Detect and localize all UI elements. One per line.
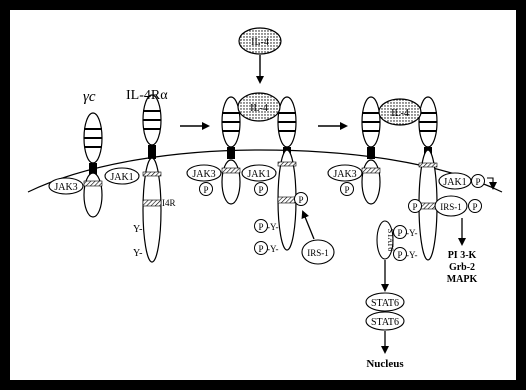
irs1-docking-b: IRS-1 [302,240,334,264]
svg-text:P: P [475,177,480,187]
il4ra-label: IL-4Rα [126,88,168,103]
phospho-irs1-c: P [469,200,482,213]
stat6-docking: STAT6 [377,221,395,259]
receptor-group-signaling: IL-4 JAK3 P JAK1 P [328,97,493,370]
irs1-docked-c: IRS-1 [435,196,467,216]
svg-text:-Y-: -Y- [406,250,418,260]
gamma-c-label: γc [83,89,96,105]
il4-ligand-signal: IL-4 [379,99,421,125]
il4r-alpha-chain-signal [419,97,437,260]
jak1-box-unbound: JAK1 [105,168,139,184]
svg-text:P: P [258,244,263,254]
jak3-box-bound: JAK3 [187,165,221,181]
svg-text:P: P [412,202,417,212]
svg-text:IRS-1: IRS-1 [440,202,462,212]
il4-ligand-free: IL-4 [239,28,281,54]
svg-text:P: P [472,202,477,212]
svg-text:STAT6: STAT6 [371,298,399,309]
pi3k-label: PI 3-K [448,250,477,261]
phospho-receptor-c: P [409,200,422,213]
phospho-tyrosine-b2: P -Y- [255,242,279,255]
receptor-group-bound: IL-4 [187,28,334,264]
jak3-box-unbound: JAK3 [49,178,83,194]
svg-text:IL-4: IL-4 [251,37,269,48]
svg-text:JAK1: JAK1 [110,172,133,183]
svg-text:JAK1: JAK1 [443,177,466,188]
phospho-tyrosine-c2: P -Y- [394,248,418,261]
phospho-tyrosine-c1: P -Y- [394,226,418,239]
phospho-tyrosine-b1: P -Y- [255,220,279,233]
svg-text:P: P [258,185,263,195]
il4r-alpha-chain-bound [278,97,296,250]
svg-text:-Y-: -Y- [406,228,418,238]
phospho-jak1-b: P [255,183,268,196]
svg-text:-Y-: -Y- [267,244,279,254]
mapk-label: MAPK [447,274,478,285]
gamma-c-chain [84,113,102,217]
svg-text:P: P [397,250,402,260]
phospho-jak3-c: P [341,183,354,196]
jak1-box-signal: JAK1 [439,173,471,189]
grb2-label: Grb-2 [449,262,475,273]
svg-text:JAK3: JAK3 [54,182,77,193]
svg-text:IL-4: IL-4 [250,103,268,114]
tyrosine-label-1: Y- [133,224,142,235]
phospho-jak1-c: P [472,175,485,188]
nucleus-label: Nucleus [366,358,404,370]
svg-text:JAK3: JAK3 [192,169,215,180]
i4r-label: I4R [162,198,176,208]
svg-text:P: P [203,185,208,195]
svg-text:P: P [344,185,349,195]
il4-ligand-bound: IL-4 [238,93,280,121]
jak3-box-signal: JAK3 [328,165,362,181]
receptor-group-unbound: γc IL-4Rα JAK3 JAK1 I4R Y- Y- [49,88,176,262]
svg-text:JAK1: JAK1 [247,169,270,180]
il4r-alpha-chain [143,95,161,262]
arrow-irs1-recruit [303,212,314,239]
svg-text:IRS-1: IRS-1 [307,248,329,258]
svg-text:P: P [258,222,263,232]
svg-text:-Y-: -Y- [267,222,279,232]
stat6-dimer-upper: STAT6 [366,293,404,311]
phospho-receptor-b1: P [295,193,308,206]
gamma-c-chain-signal [362,97,380,204]
figure-panel: γc IL-4Rα JAK3 JAK1 I4R Y- Y- [10,10,516,380]
svg-text:JAK3: JAK3 [333,169,356,180]
svg-text:P: P [298,195,303,205]
phospho-jak3-b: P [200,183,213,196]
jak1-box-bound: JAK1 [242,165,276,181]
il4-signaling-diagram: γc IL-4Rα JAK3 JAK1 I4R Y- Y- [10,10,516,380]
tyrosine-label-2: Y- [133,248,142,259]
svg-text:P: P [397,228,402,238]
svg-text:IL-4: IL-4 [391,108,409,119]
svg-text:STAT6: STAT6 [371,317,399,328]
stat6-dimer-lower: STAT6 [366,312,404,330]
